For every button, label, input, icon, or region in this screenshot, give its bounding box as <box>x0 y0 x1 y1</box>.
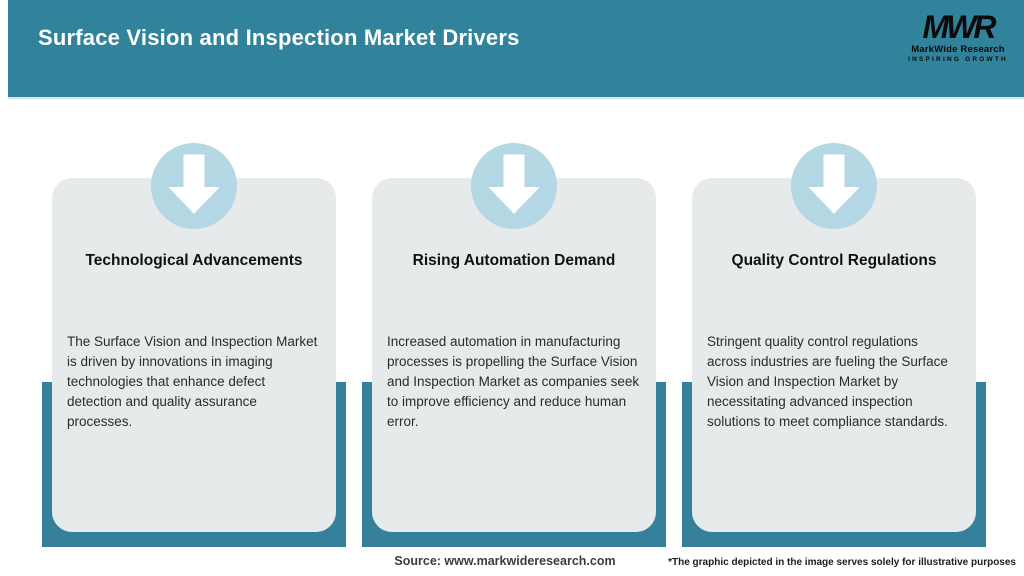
card-body: Stringent quality control regulations ac… <box>707 334 948 429</box>
card-title: Technological Advancements <box>85 252 303 269</box>
logo-tagline: INSPIRING GROWTH <box>908 55 1008 63</box>
card-title: Rising Automation Demand <box>412 252 616 269</box>
logo-monogram: MWR <box>922 9 997 45</box>
card-body: Increased automation in manufacturing pr… <box>387 334 640 429</box>
driver-card: Quality Control Regulations Stringent qu… <box>692 178 976 532</box>
card-title: Quality Control Regulations <box>731 252 937 269</box>
driver-card: Rising Automation Demand Increased autom… <box>372 178 656 532</box>
logo-name: MarkWide Research <box>911 44 1005 55</box>
source-text: Source: www.markwideresearch.com <box>394 554 616 568</box>
disclaimer-text: *The graphic depicted in the image serve… <box>668 557 1016 568</box>
down-arrow-icon <box>808 154 860 214</box>
arrow-circle <box>471 143 557 229</box>
driver-card-group-3: Quality Control Regulations Stringent qu… <box>682 143 986 547</box>
page-title: Surface Vision and Inspection Market Dri… <box>38 25 520 50</box>
driver-card-group-1: Technological Advancements The Surface V… <box>42 143 346 547</box>
down-arrow-icon <box>168 154 220 214</box>
driver-card-group-2: Rising Automation Demand Increased autom… <box>362 143 666 547</box>
markwide-research-logo: MWR MarkWide Research INSPIRING GROWTH <box>906 11 1010 63</box>
arrow-circle <box>151 143 237 229</box>
down-arrow-icon <box>488 154 540 214</box>
card-body: The Surface Vision and Inspection Market… <box>67 334 318 429</box>
driver-card: Technological Advancements The Surface V… <box>52 178 336 532</box>
arrow-circle <box>791 143 877 229</box>
header-bar: Surface Vision and Inspection Market Dri… <box>8 0 1024 99</box>
